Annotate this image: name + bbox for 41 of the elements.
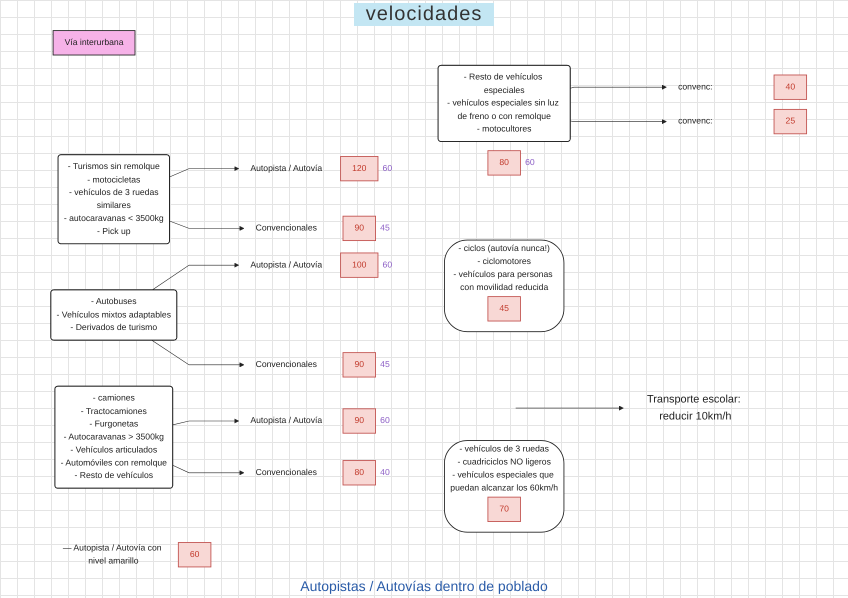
- arrow: [570, 84, 667, 90]
- node-label: 60: [382, 163, 392, 174]
- node-text: convenc:: [678, 82, 712, 92]
- node-text: Transporte escolar: reducir 10km/h: [646, 393, 741, 422]
- node-label: 45: [380, 360, 390, 370]
- node-label: 40: [380, 467, 390, 478]
- node-text: Convencionales: [256, 360, 317, 370]
- node-box: 40: [774, 74, 807, 100]
- arrow: [570, 119, 667, 124]
- node-box: Vía interurbana: [52, 30, 136, 56]
- node-text: Autopista / Autovía: [250, 163, 322, 174]
- node-label: 60: [380, 416, 390, 426]
- node-box: 90: [342, 216, 376, 242]
- node-box: 45: [487, 296, 521, 322]
- node-label: 45: [380, 223, 390, 233]
- node-box: 90: [342, 408, 376, 434]
- node-box: 70: [487, 496, 521, 522]
- arrow: [515, 406, 624, 411]
- node-box: 25: [774, 108, 807, 134]
- arrow: [169, 220, 244, 231]
- node-label: 60: [524, 158, 535, 168]
- node-text: Autopista / Autovía: [250, 416, 322, 426]
- arrow: [152, 340, 244, 368]
- node-label: — Autopista / Autovía con nivel amarillo: [62, 542, 162, 566]
- node-text: Autopista / Autovía: [250, 260, 322, 270]
- node-box: 120: [340, 156, 378, 182]
- node-text: convenc:: [678, 116, 712, 126]
- arrow: [172, 418, 239, 426]
- node-box: 100: [340, 252, 378, 278]
- note-text: Autopistas / Autovías dentro de poblado: [300, 578, 548, 594]
- arrow: [169, 166, 239, 178]
- node-text: Convencionales: [256, 467, 317, 478]
- node-box: 60: [178, 542, 212, 568]
- node-box: 80: [487, 150, 521, 176]
- node-box: 80: [342, 460, 376, 486]
- arrow: [172, 465, 244, 476]
- node-text: Convencionales: [256, 223, 317, 233]
- arrow: [152, 262, 239, 290]
- node-box: 90: [342, 352, 376, 378]
- node-label: 60: [382, 260, 392, 270]
- title: velocidades: [354, 3, 494, 26]
